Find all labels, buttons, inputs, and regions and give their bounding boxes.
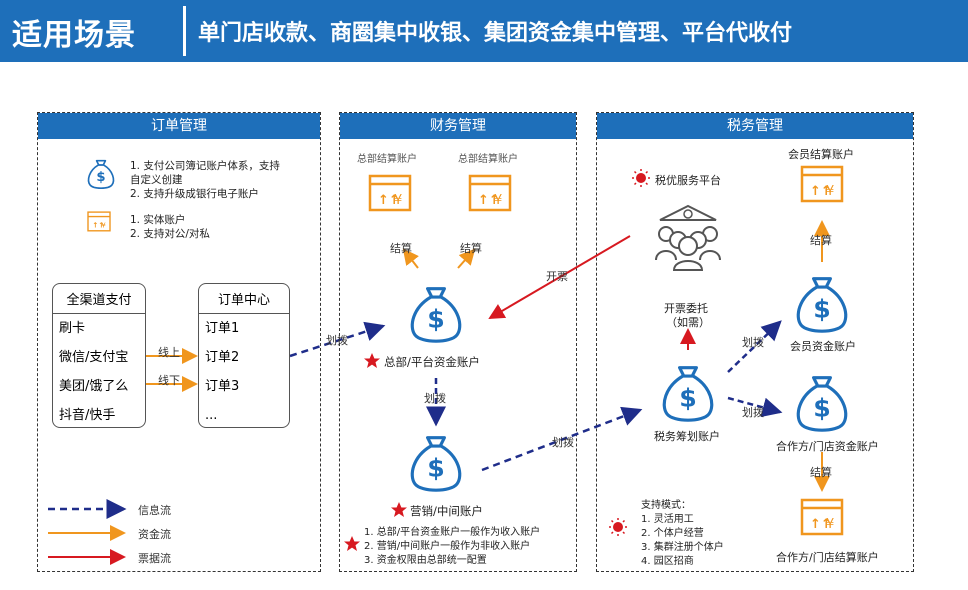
partner-fund-account-label: 合作方/门店资金账户 bbox=[776, 440, 879, 453]
tax-panel-title: 税务管理 bbox=[597, 113, 913, 139]
finance-note-3: 3. 资金权限由总部统一配置 bbox=[364, 555, 487, 566]
sun-icon bbox=[631, 168, 651, 188]
order-item: ... bbox=[205, 408, 218, 423]
legend-info: 信息流 bbox=[138, 504, 171, 517]
channel-item: 刷卡 bbox=[59, 321, 86, 336]
partner-settle-account-label: 合作方/门店结算账户 bbox=[776, 551, 879, 564]
hq-settle-account-label: 总部结算账户 bbox=[458, 154, 518, 165]
page-subtitle: 单门店收款、商圈集中收银、集团资金集中管理、平台代收付 bbox=[198, 21, 793, 46]
tax-platform-label: 税优服务平台 bbox=[655, 174, 721, 187]
header-bar: 适用场景 单门店收款、商圈集中收银、集团资金集中管理、平台代收付 bbox=[0, 0, 968, 62]
money-bag-icon bbox=[796, 376, 848, 432]
account-icon bbox=[368, 174, 412, 212]
finance-panel: 财务管理 bbox=[339, 112, 577, 572]
money-bag-icon bbox=[796, 277, 848, 333]
transfer-arrow bbox=[481, 406, 643, 472]
channel-item: 美团/饿了么 bbox=[59, 379, 129, 394]
settle-label: 结算 bbox=[810, 466, 832, 479]
marketing-account-label: 营销/中间账户 bbox=[410, 504, 483, 518]
transfer-arrow bbox=[727, 320, 782, 373]
member-fund-account-label: 会员资金账户 bbox=[790, 340, 856, 353]
transfer-label: 划拨 bbox=[326, 334, 348, 347]
account-icon bbox=[468, 174, 512, 212]
settle-label: 结算 bbox=[460, 242, 482, 255]
modes-title: 支持模式： bbox=[641, 500, 691, 511]
channels-title: 全渠道支付 bbox=[53, 284, 145, 314]
money-bag-icon bbox=[410, 436, 462, 492]
money-bag-icon bbox=[410, 287, 462, 343]
order-panel-title: 订单管理 bbox=[38, 113, 320, 139]
transfer-label: 划拨 bbox=[424, 392, 446, 405]
people-group-icon bbox=[655, 204, 721, 271]
star-icon bbox=[344, 536, 360, 551]
mode-item: 3. 集群注册个体户 bbox=[641, 542, 724, 553]
transfer-label: 划拨 bbox=[742, 406, 764, 419]
offline-label: 线下 bbox=[158, 374, 180, 387]
legend-invoice: 票据流 bbox=[138, 552, 171, 565]
hq-fund-account-label: 总部/平台资金账户 bbox=[384, 355, 480, 369]
settle-label: 结算 bbox=[810, 234, 832, 247]
finance-note-2: 2. 营销/中间账户一般作为非收入账户 bbox=[364, 541, 531, 552]
entrust-note: （如需） bbox=[666, 316, 710, 329]
finance-note-1: 1. 总部/平台资金账户一般作为收入账户 bbox=[364, 527, 541, 538]
account-icon bbox=[800, 498, 844, 536]
bag-legend-line-3: 2. 支持升级成银行电子账户 bbox=[130, 188, 259, 200]
invoice-arrow bbox=[488, 235, 631, 320]
bag-legend-line-1: 1. 支付公司簿记账户体系，支持 bbox=[130, 160, 280, 172]
transfer-arrow bbox=[289, 321, 386, 358]
header-divider bbox=[183, 6, 186, 56]
star-icon bbox=[391, 502, 407, 517]
orders-box: 订单中心 订单1 订单2 订单3 ... bbox=[198, 283, 290, 428]
transfer-arrow bbox=[727, 396, 783, 418]
transfer-label: 划拨 bbox=[552, 436, 574, 449]
entrust-label: 开票委托 bbox=[664, 302, 708, 315]
page-title: 适用场景 bbox=[12, 18, 136, 53]
acct-legend-line-2: 2. 支持对公/对私 bbox=[130, 228, 210, 240]
account-icon bbox=[800, 165, 844, 203]
acct-legend-line-1: 1. 实体账户 bbox=[130, 214, 186, 226]
online-label: 线上 bbox=[158, 346, 180, 359]
sun-icon bbox=[608, 517, 628, 537]
tax-planning-account-label: 税务筹划账户 bbox=[654, 430, 720, 443]
bag-legend-line-2: 自定义创建 bbox=[130, 174, 183, 186]
settle-arrow bbox=[402, 248, 419, 269]
transfer-label: 划拨 bbox=[742, 336, 764, 349]
legend-fund: 资金流 bbox=[138, 528, 171, 541]
order-item: 订单3 bbox=[205, 379, 240, 394]
money-bag-icon bbox=[662, 366, 714, 422]
invoice-label: 开票 bbox=[546, 270, 568, 283]
tax-panel: 税务管理 bbox=[596, 112, 914, 572]
channels-box: 全渠道支付 刷卡 微信/支付宝 美团/饿了么 抖音/快手 bbox=[52, 283, 146, 428]
channel-item: 微信/支付宝 bbox=[59, 350, 129, 365]
order-item: 订单1 bbox=[205, 321, 240, 336]
orders-title: 订单中心 bbox=[199, 284, 289, 314]
mode-item: 4. 园区招商 bbox=[641, 556, 694, 567]
member-settle-account-label: 会员结算账户 bbox=[788, 148, 854, 161]
mode-item: 1. 灵活用工 bbox=[641, 514, 694, 525]
settle-label: 结算 bbox=[390, 242, 412, 255]
hq-settle-account-label: 总部结算账户 bbox=[357, 154, 417, 165]
star-icon bbox=[364, 353, 380, 368]
order-item: 订单2 bbox=[205, 350, 240, 365]
finance-panel-title: 财务管理 bbox=[340, 113, 576, 139]
mode-item: 2. 个体户经营 bbox=[641, 528, 704, 539]
channel-item: 抖音/快手 bbox=[59, 408, 116, 423]
money-bag-icon bbox=[87, 159, 115, 190]
settle-arrow bbox=[457, 248, 476, 269]
account-icon bbox=[87, 211, 111, 232]
